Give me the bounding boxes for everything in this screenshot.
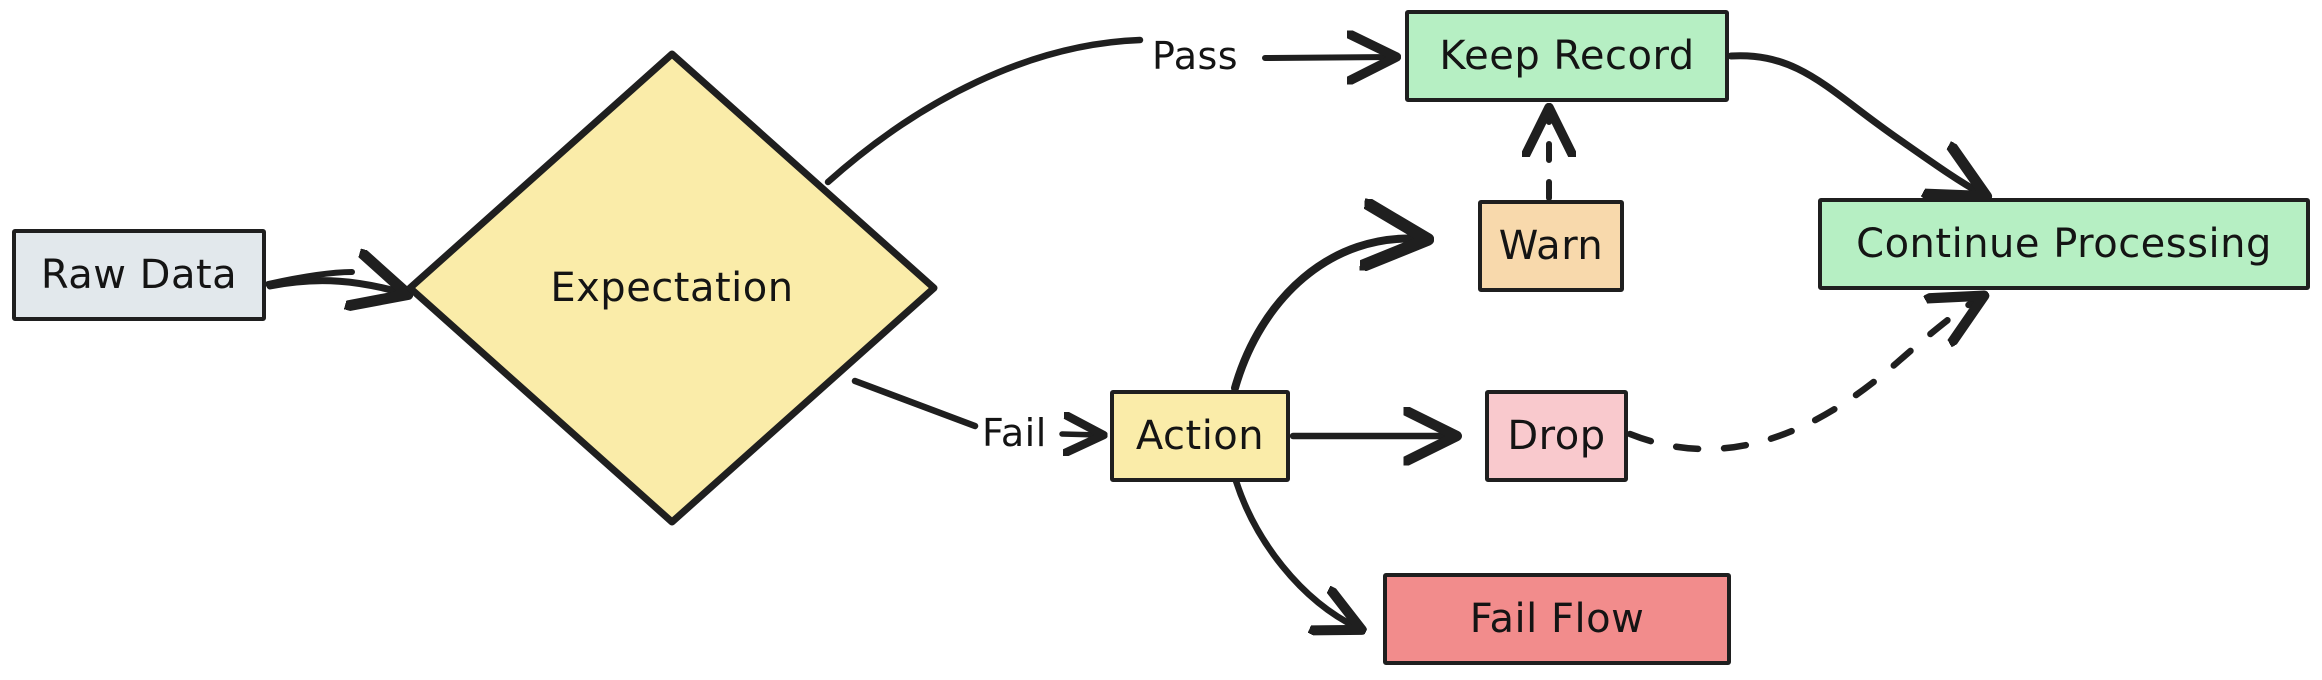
edge-drop-to-continue xyxy=(1626,298,1980,453)
node-action-label: Action xyxy=(1135,413,1265,459)
node-keep-record[interactable]: Keep Record xyxy=(1405,10,1729,102)
node-raw-data-label: Raw Data xyxy=(40,252,238,298)
edge-action-to-fail-flow xyxy=(1232,477,1358,628)
node-action[interactable]: Action xyxy=(1110,390,1290,482)
node-drop[interactable]: Drop xyxy=(1485,390,1628,482)
edge-keep-record-to-continue xyxy=(1727,52,1982,194)
node-continue-processing-label: Continue Processing xyxy=(1856,221,2272,267)
node-continue-processing[interactable]: Continue Processing xyxy=(1818,198,2310,290)
edge-pass-to-keep-record xyxy=(1262,57,1392,58)
node-fail-flow-label: Fail Flow xyxy=(1469,596,1645,642)
edge-label-pass: Pass xyxy=(1152,34,1239,78)
diamond-shape-icon xyxy=(406,50,938,526)
edge-expectation-pass-curve xyxy=(824,36,1144,186)
node-raw-data[interactable]: Raw Data xyxy=(12,229,266,321)
edge-expectation-fail-curve xyxy=(851,377,979,430)
node-drop-label: Drop xyxy=(1507,413,1606,459)
node-expectation[interactable]: Expectation xyxy=(404,48,940,528)
edge-raw-data-to-expectation xyxy=(265,272,403,293)
node-keep-record-label: Keep Record xyxy=(1439,33,1695,79)
node-fail-flow[interactable]: Fail Flow xyxy=(1383,573,1731,665)
edge-action-to-warn xyxy=(1231,239,1422,392)
edge-fail-to-action xyxy=(1059,434,1100,435)
node-warn[interactable]: Warn xyxy=(1478,200,1624,292)
edge-label-fail: Fail xyxy=(982,411,1047,455)
node-warn-label: Warn xyxy=(1498,223,1604,269)
